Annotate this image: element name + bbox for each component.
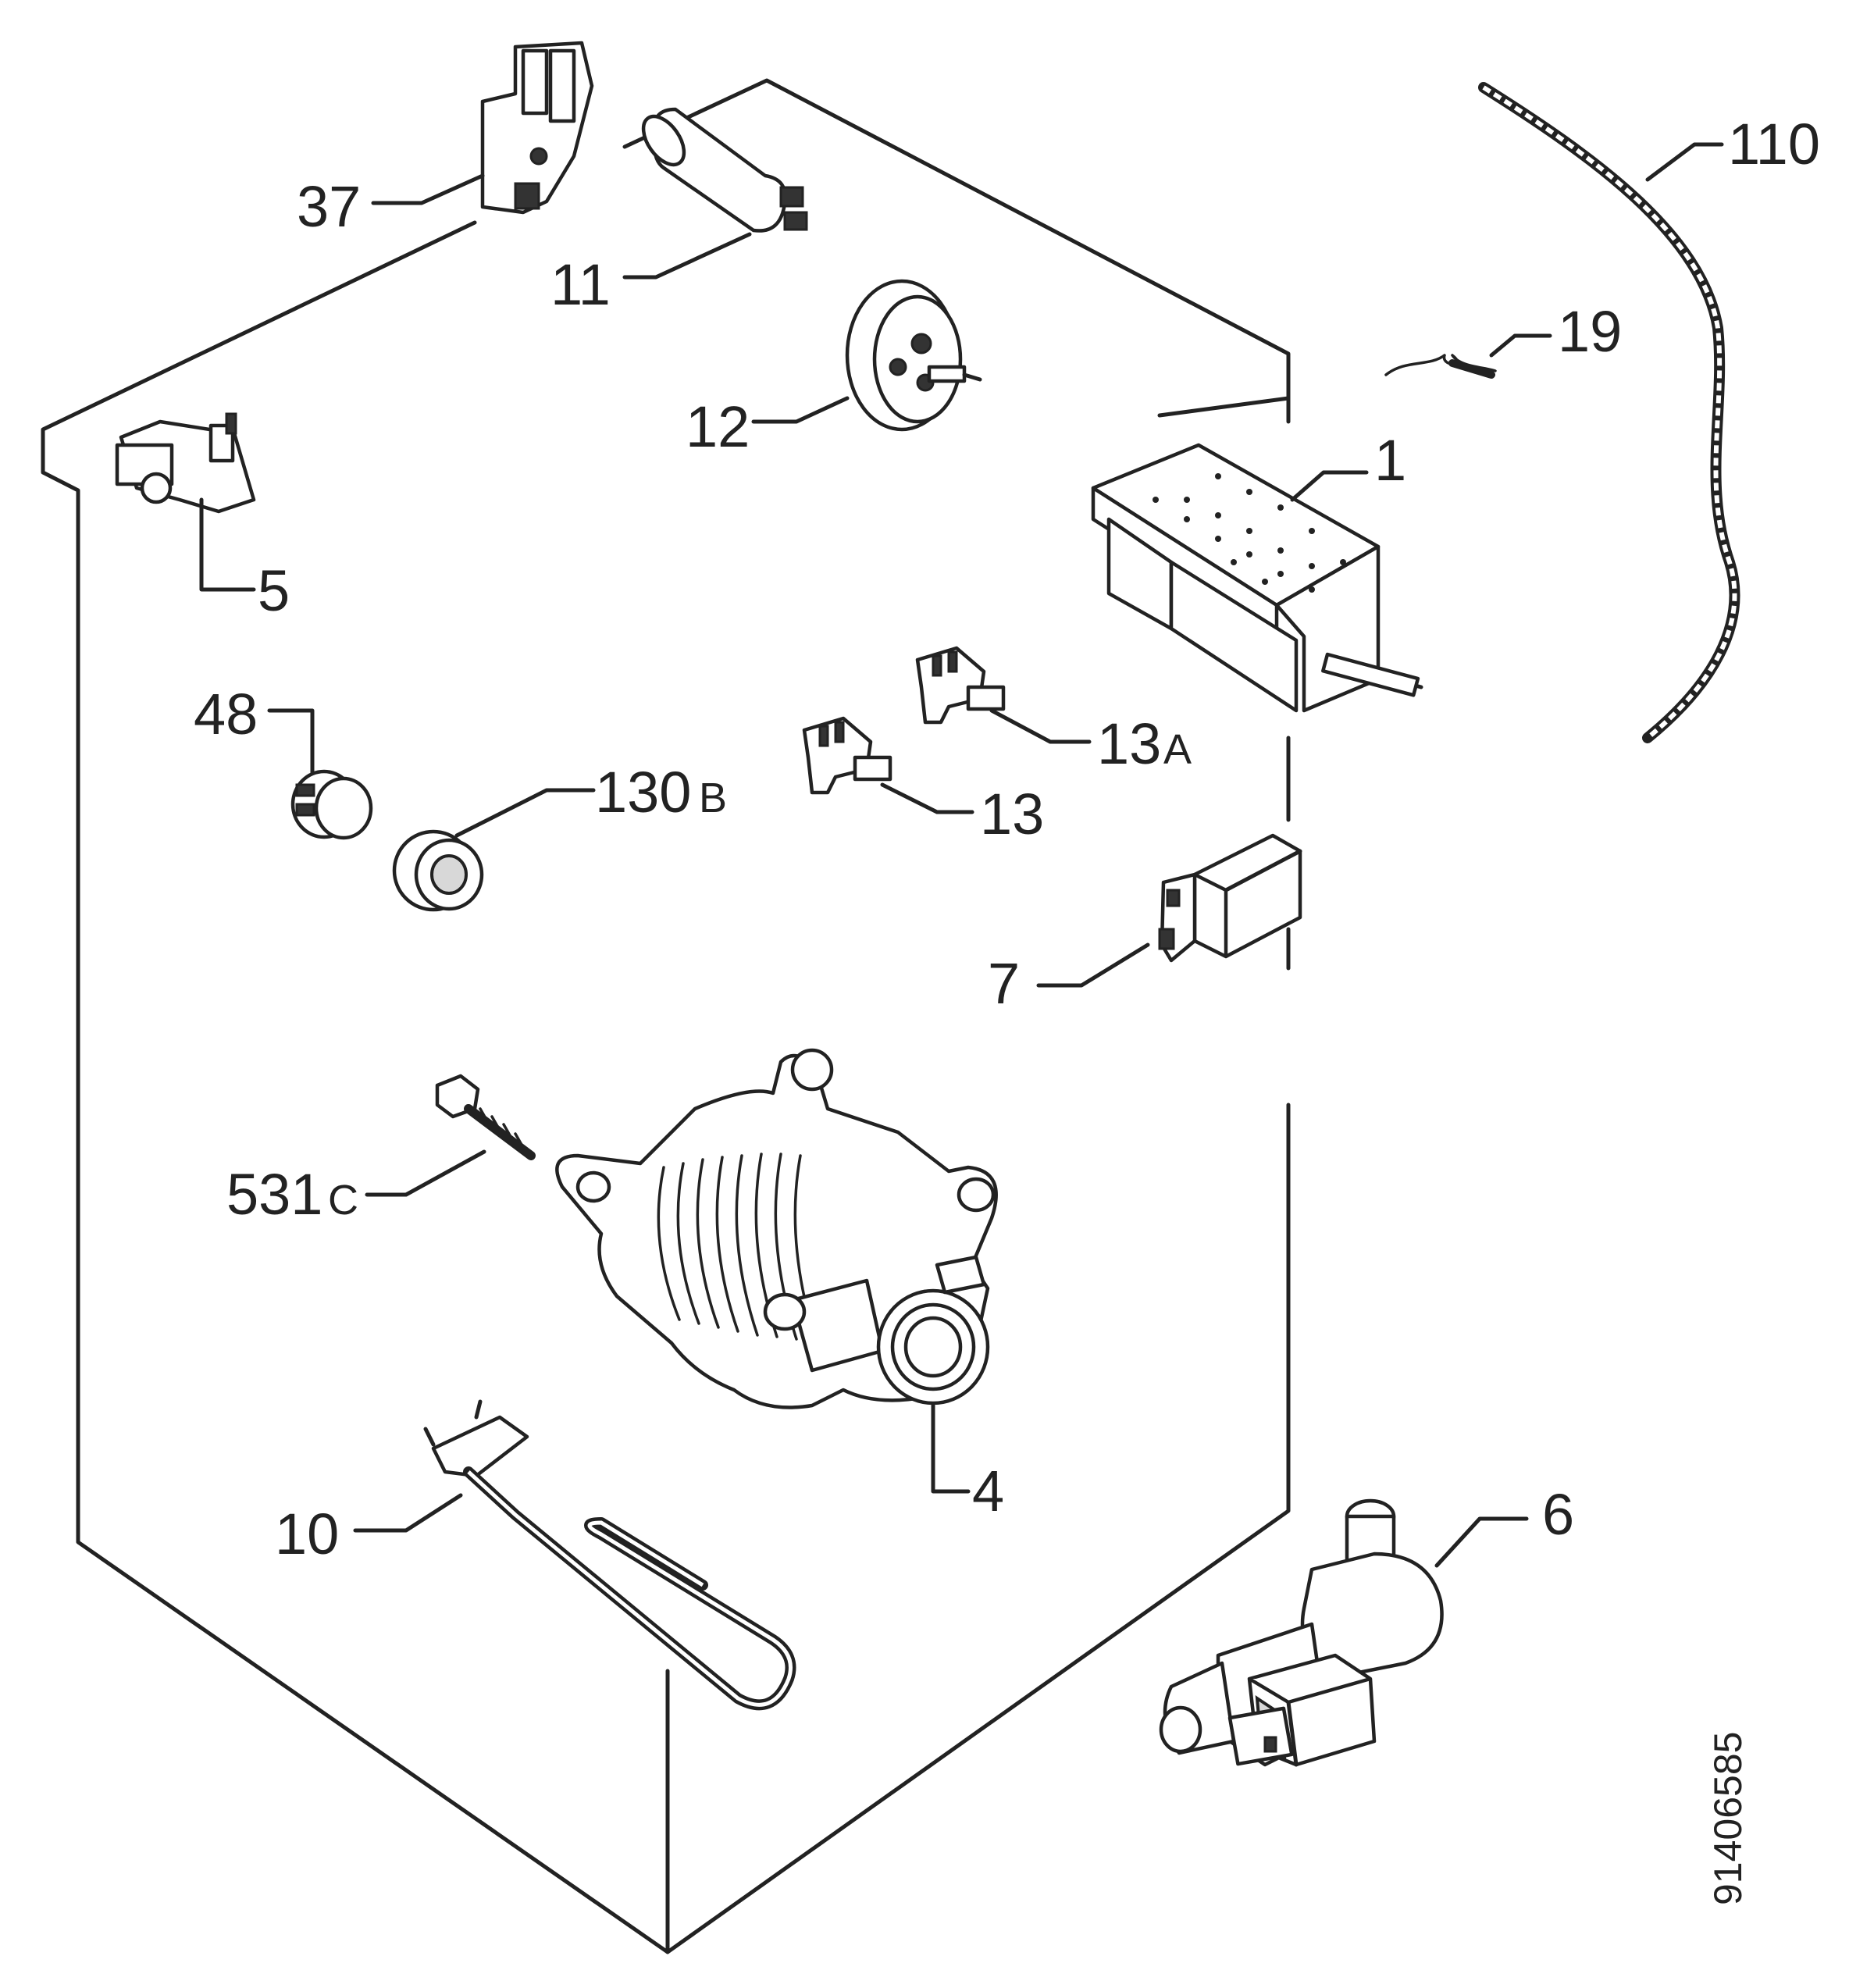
leader-1 [1290, 470, 1369, 502]
callout-13a-suffix: A [1163, 726, 1192, 773]
leader-13a [989, 708, 1092, 744]
leader-4 [931, 1403, 971, 1494]
part-48-push-switch[interactable] [290, 769, 373, 840]
callout-19: 19 [1558, 299, 1622, 364]
part-10-heating-element[interactable] [423, 1399, 796, 1711]
leader-6 [1434, 1516, 1529, 1568]
leader-7 [1036, 942, 1150, 988]
part-110-cable[interactable] [1478, 82, 1740, 743]
callout-12: 12 [686, 394, 750, 459]
leader-19 [1489, 333, 1552, 358]
part-19-clip[interactable] [1384, 354, 1497, 379]
leader-37 [371, 173, 485, 205]
callout-10: 10 [275, 1502, 339, 1566]
callout-48: 48 [194, 682, 258, 746]
part-1-programmer-timer[interactable] [1091, 443, 1423, 713]
callout-531c-suffix: C [328, 1177, 358, 1224]
drawing-number: 91406585 [1706, 1732, 1750, 1905]
callout-5: 5 [258, 558, 290, 623]
part-4-motor[interactable] [555, 1048, 998, 1409]
callout-13: 13 [980, 782, 1044, 846]
part-6-drain-pump[interactable] [1159, 1498, 1444, 1767]
leader-10 [353, 1493, 463, 1533]
callout-110: 110 [1728, 112, 1820, 176]
leader-11 [622, 232, 752, 280]
callout-1: 1 [1374, 428, 1406, 493]
part-13-connector[interactable] [802, 716, 892, 795]
callout-6: 6 [1542, 1482, 1574, 1547]
part-7-door-interlock[interactable] [1158, 833, 1302, 963]
callout-37: 37 [297, 174, 361, 239]
leader-48 [267, 708, 315, 775]
part-13a-connector[interactable] [915, 646, 1006, 725]
callout-13a: 13 [1097, 711, 1161, 776]
leader-531c [365, 1149, 486, 1197]
callout-4: 4 [972, 1459, 1004, 1523]
part-5-inlet-valve[interactable] [115, 412, 256, 514]
cabinet-outline [41, 78, 1291, 1954]
callout-7: 7 [988, 951, 1020, 1016]
callout-11: 11 [550, 252, 611, 317]
part-130b-grommet[interactable] [392, 829, 484, 912]
part-11-capacitor[interactable] [636, 107, 808, 233]
callout-130b-suffix: B [699, 775, 727, 821]
part-12-pressure-switch[interactable] [845, 279, 982, 432]
leader-12 [751, 396, 850, 424]
part-37-terminal-block[interactable] [480, 41, 594, 215]
part-531c-screw[interactable] [435, 1074, 536, 1160]
leader-5 [199, 497, 256, 592]
leader-13 [880, 782, 974, 814]
leader-110 [1645, 142, 1724, 182]
callout-531c: 531 [226, 1162, 322, 1227]
leader-130b [454, 788, 596, 838]
callout-130b: 130 [595, 760, 691, 825]
